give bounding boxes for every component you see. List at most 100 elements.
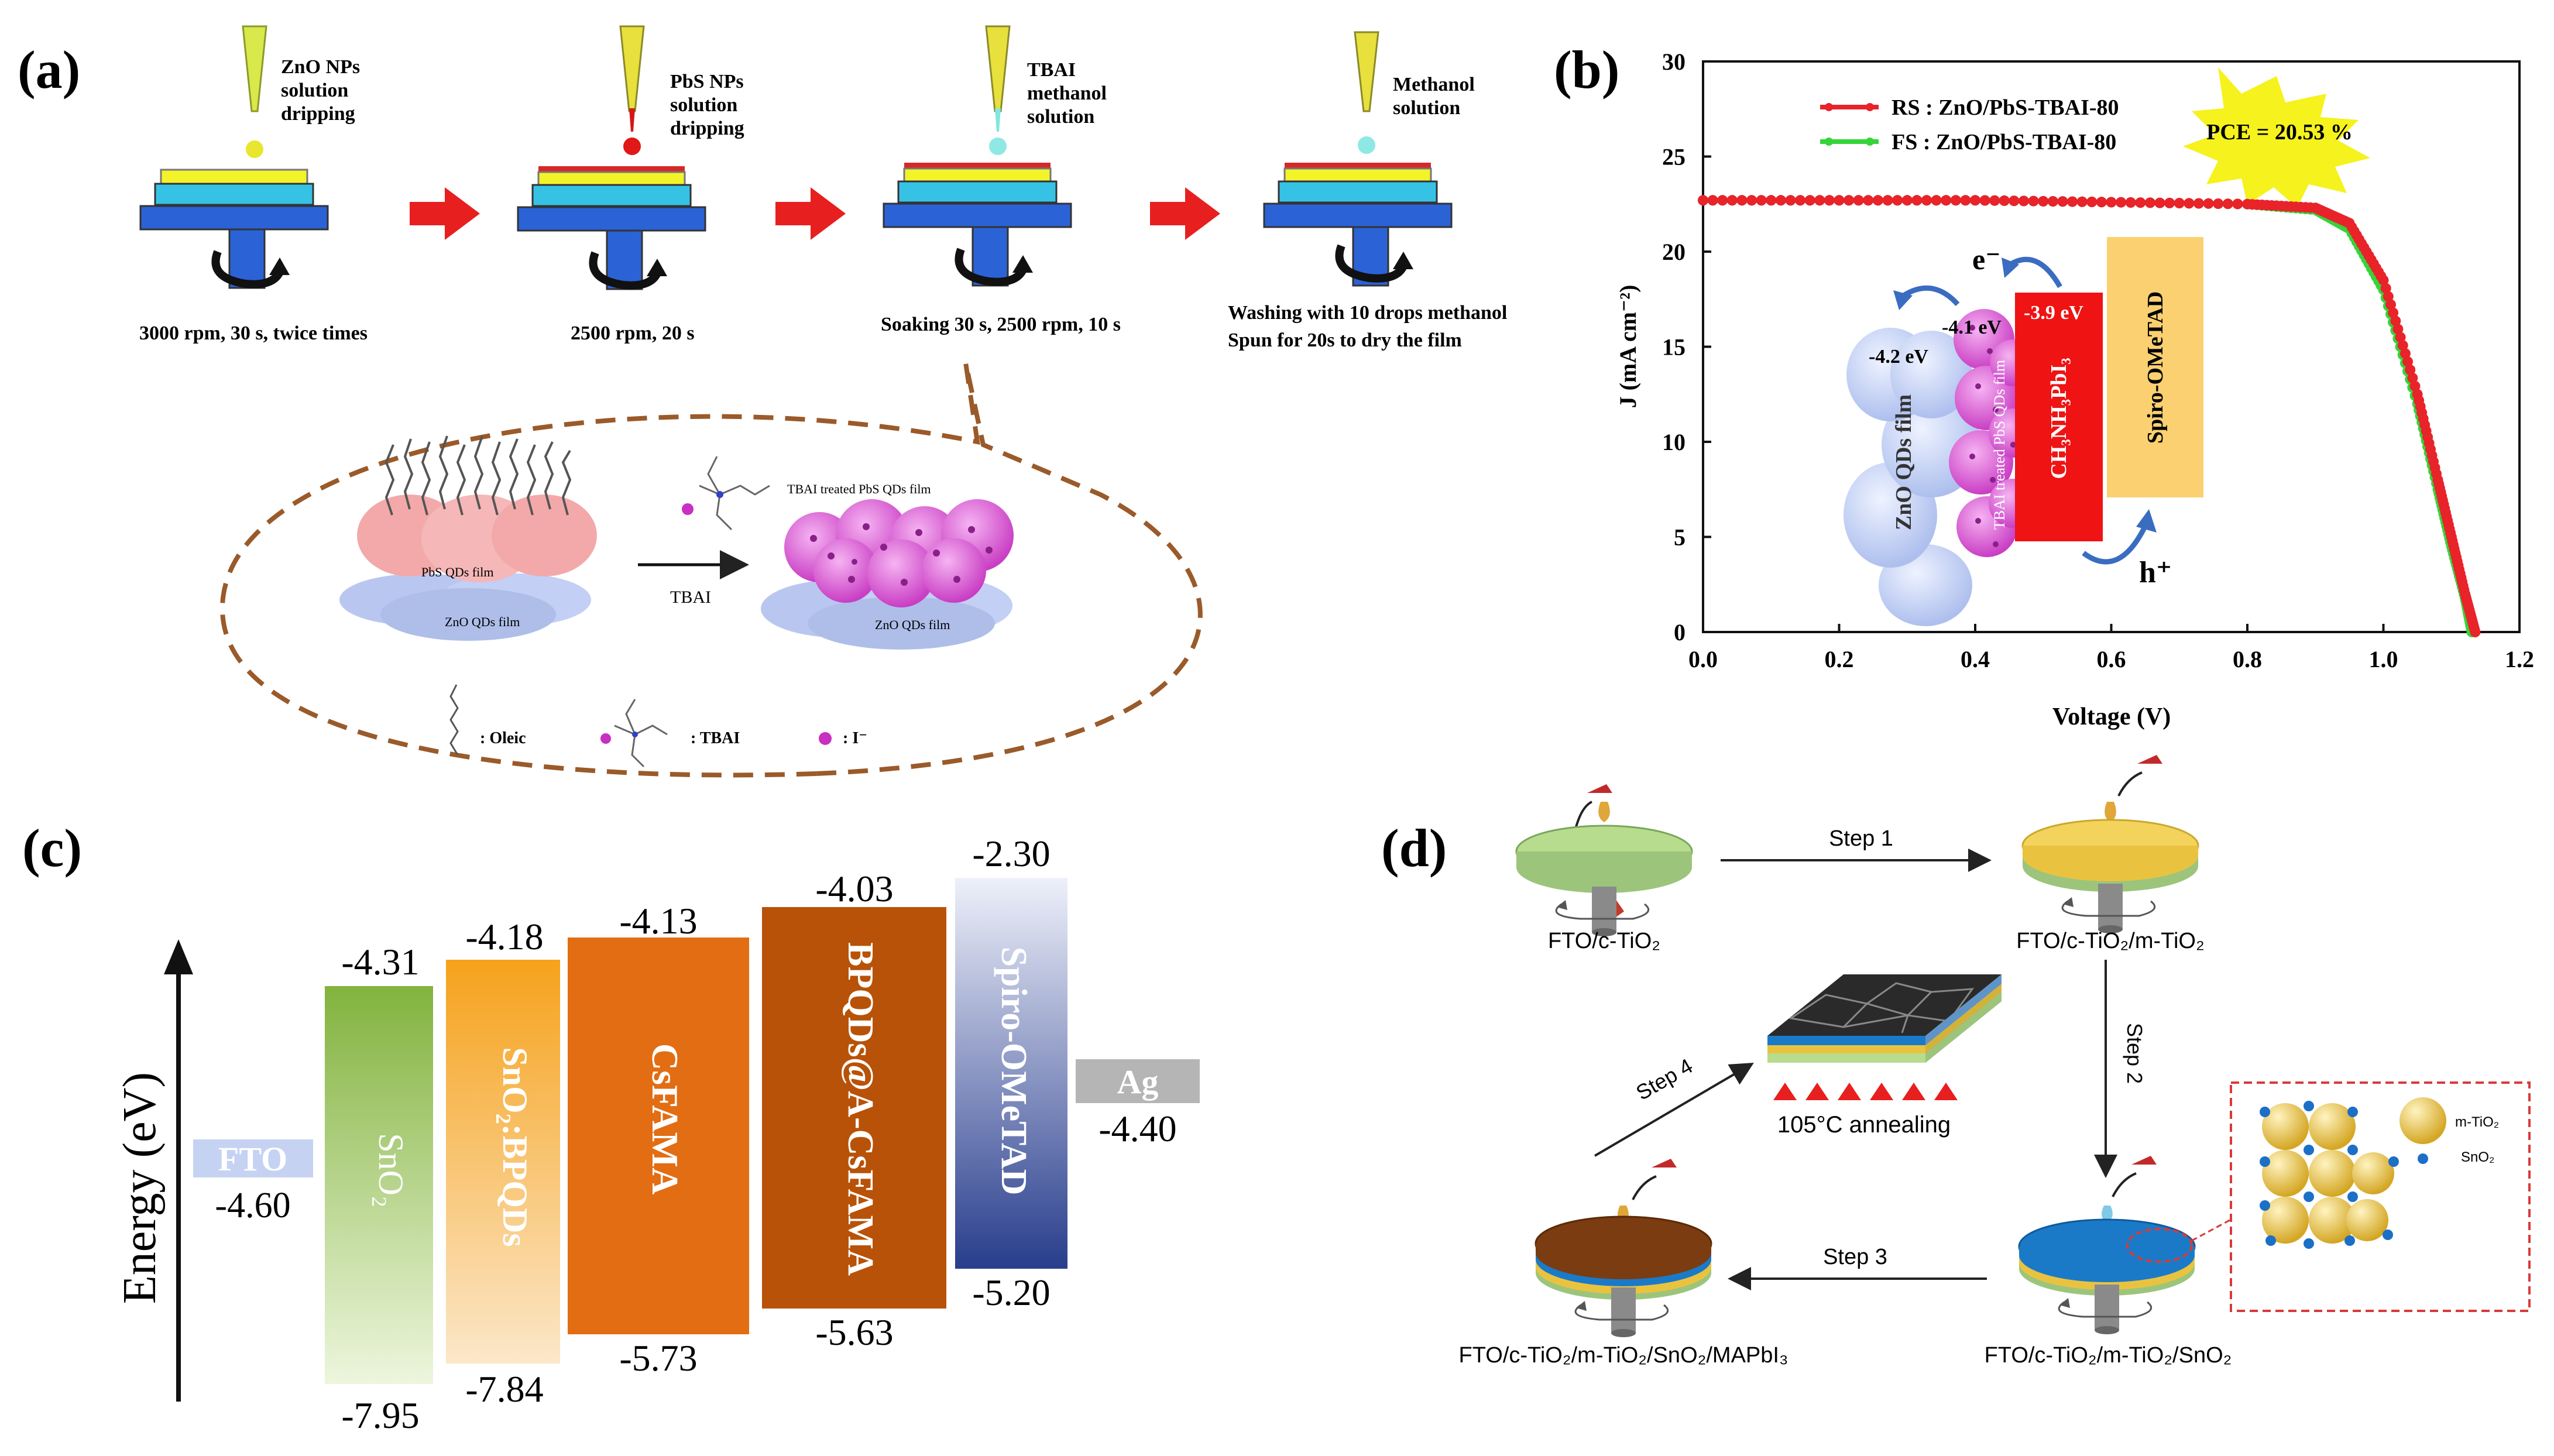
data-point [1931, 195, 1942, 206]
panel-a-step-1: ZnO NPs solution dripping 3000 rpm, 30 s… [139, 25, 368, 344]
data-point [1853, 195, 1864, 206]
data-point [2154, 197, 2165, 208]
oleic-ligand-chains [385, 435, 572, 516]
data-point [2407, 372, 2418, 383]
data-point [2397, 340, 2408, 351]
flow-arrow-icon [1150, 187, 1220, 240]
tbai-legend-icon [600, 699, 668, 768]
data-point [1814, 195, 1825, 206]
bpqds-a-csfama-label: BPQDs@A-CsFAMA [840, 942, 880, 1276]
sno2-bpqds-top-value: -4.18 [465, 916, 543, 957]
data-point [2038, 195, 2049, 207]
data-point [2392, 324, 2404, 335]
panel-a-inset: ZnO QDs film PbS QDs film [219, 362, 1203, 778]
annealed-film-block [1767, 974, 2002, 1063]
panel-b-label: (b) [1554, 40, 1619, 99]
hole-arrow-icon [2082, 525, 2148, 565]
sno2-bpqds-label: SnO₂:BPQDs [496, 1047, 534, 1246]
step-2-title-line-3: dripping [670, 118, 744, 139]
data-point [2174, 198, 2185, 209]
treated-film-label: TBAI treated PbS QDs film [787, 482, 931, 496]
panel-a-label: (a) [18, 40, 80, 99]
data-point [2395, 332, 2406, 343]
sno2-bpqds-bar [446, 960, 560, 1364]
panel-a: (a) ZnO NPs solution dripping 3000 rpm, … [18, 25, 1507, 778]
data-point [1979, 195, 1990, 206]
m-tio2-legend-icon [2399, 1097, 2446, 1144]
legend-oleic: : Oleic [480, 729, 526, 747]
data-point [2067, 196, 2078, 207]
tbai-treated-pbs-film [784, 499, 1014, 607]
data-point [1726, 195, 1738, 206]
y-tick-label: 20 [1662, 239, 1685, 265]
ag-level-block [1076, 1059, 1200, 1103]
step-1-label: Step 1 [1829, 826, 1893, 851]
m-tio2-sno2-particles [2260, 1101, 2399, 1249]
spiro-bar [955, 878, 1067, 1269]
step-2-title-line-2: solution [670, 94, 737, 116]
data-point [1824, 195, 1835, 206]
csfama-bar [568, 938, 749, 1334]
data-point [2203, 198, 2214, 209]
legend-m-tio2: m-TiO₂ [2455, 1114, 2499, 1130]
spiro-layer [2107, 237, 2203, 497]
data-point [2057, 196, 2068, 207]
x-tick-label: 0.0 [1688, 646, 1718, 672]
step-4-caption-line-2: Spun for 20s to dry the film [1228, 329, 1462, 351]
data-point [2086, 197, 2098, 207]
inset-spiro-label: Spiro-OMeTAD [2143, 291, 2168, 444]
panel-d: (d) FTO/c-TiO₂ Step 1 [1381, 755, 2531, 1368]
pipette-icon [242, 25, 267, 158]
legend-sno2: SnO₂ [2461, 1149, 2494, 1165]
data-point [1989, 195, 2000, 206]
data-point [2144, 197, 2155, 208]
zno-qds-film-left [339, 574, 591, 641]
sno2-top-value: -4.31 [341, 941, 419, 983]
data-point [1746, 195, 1757, 206]
inset-perov-level: -3.9 eV [2024, 302, 2083, 324]
tbai-arrow-label: TBAI [670, 588, 711, 607]
data-point [1736, 195, 1748, 206]
stage-3-label: FTO/c-TiO₂/m-TiO₂/SnO₂ [1985, 1343, 2232, 1368]
spin-coater-icon [517, 166, 706, 290]
zoom-connector [2191, 1219, 2230, 1242]
spinner-fto-c-tio2-m-tio2 [2021, 755, 2199, 933]
y-tick-label: 15 [1662, 334, 1685, 360]
x-tick-label: 0.6 [2097, 646, 2126, 672]
y-tick-label: 0 [1674, 619, 1685, 645]
panel-b-inset: ZnO QDs film TBAI treated PbS QDs film C… [1844, 237, 2203, 626]
sno2-bottom-value: -7.95 [341, 1395, 419, 1436]
dashed-callout-border [219, 362, 1203, 778]
data-point [2383, 291, 2394, 302]
spin-coater-icon [139, 169, 329, 289]
data-point [2096, 197, 2107, 208]
data-point [2193, 198, 2204, 209]
pce-annotation: PCE = 20.53 % [2206, 120, 2353, 145]
data-point [1707, 195, 1718, 206]
inset-zno-label: ZnO QDs film [1892, 394, 1916, 530]
data-point [2388, 307, 2399, 318]
energy-axis-arrow-icon [164, 939, 193, 974]
data-point [1795, 195, 1806, 206]
y-tick-label: 5 [1674, 524, 1685, 551]
data-point [2399, 348, 2411, 359]
panel-a-step-2: PbS NPs solution dripping 2500 rpm, 20 s [517, 25, 744, 344]
panel-c: (c) Energy (eV) FTO -4.60 SnO₂ -4.31 -7.… [22, 818, 1200, 1436]
stage-4-label: FTO/c-TiO₂/m-TiO₂/SnO₂/MAPbI₃ [1459, 1343, 1789, 1368]
step-2-label: Step 2 [2123, 1023, 2147, 1084]
data-point [2385, 299, 2396, 310]
data-point [2047, 196, 2058, 207]
data-point [2135, 197, 2146, 208]
inset-hole-label: h⁺ [2139, 556, 2172, 589]
data-point [2164, 197, 2175, 208]
step-4-arrow-icon [1594, 1062, 1754, 1157]
x-tick-label: 0.8 [2233, 646, 2262, 672]
pbs-qds-film-left [357, 495, 597, 582]
data-point [1717, 195, 1728, 206]
bpqds-a-csfama-bar [762, 907, 946, 1309]
chart-legend: RS : ZnO/PbS-TBAI-80 FS : ZnO/PbS-TBAI-8… [1820, 95, 2119, 154]
step-3-title-line-1: TBAI [1027, 59, 1076, 81]
data-point [2019, 195, 2029, 207]
pipette-icon [619, 25, 645, 155]
